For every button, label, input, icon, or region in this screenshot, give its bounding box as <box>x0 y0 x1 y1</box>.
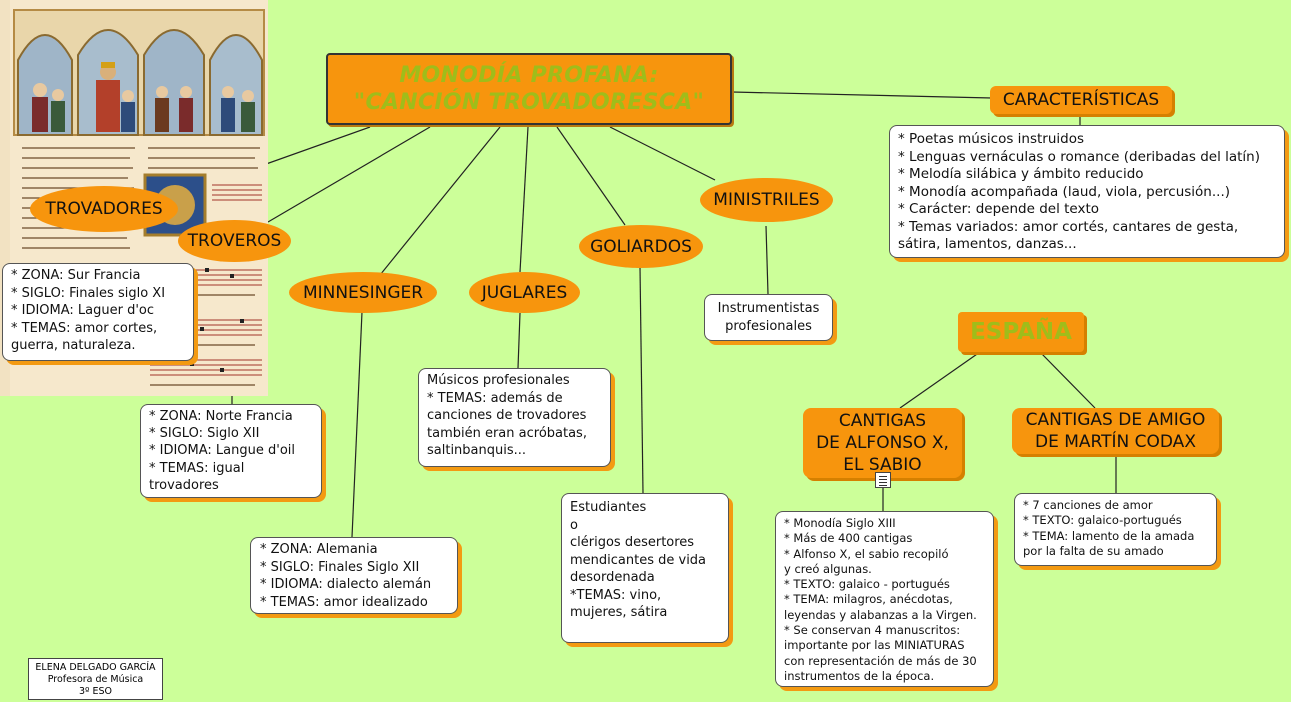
connector <box>731 91 993 99</box>
note-line: Instrumentistas <box>717 301 820 316</box>
topic-espana-label: ESPAÑA <box>970 319 1072 345</box>
note-line: desordenada <box>570 570 655 585</box>
note-line: * Temas variados: amor cortés, cantares … <box>898 218 1239 235</box>
main-title: MONODÍA PROFANA: "CANCIÓN TROVADORESCA" <box>326 53 732 125</box>
note-line: * Alfonso X, el sabio recopiló <box>784 546 949 561</box>
note-line: mendicantes de vida <box>570 552 707 568</box>
topic-espana: ESPAÑA <box>958 312 1084 352</box>
topic-trovadores: TROVADORES <box>30 186 178 232</box>
note-line: * Melodía silábica y ámbito reducido <box>898 166 1144 182</box>
note-cantigas-amigo: * 7 canciones de amor * TEXTO: galaico-p… <box>1014 493 1217 566</box>
topic-cantigas-alfonso-line: EL SABIO <box>843 455 922 475</box>
note-line: profesionales <box>725 318 812 334</box>
note-line: clérigos desertores <box>570 535 695 550</box>
credit-line: Profesora de Música <box>47 674 144 685</box>
title-line-2: "CANCIÓN TROVADORESCA" <box>353 90 705 115</box>
topic-caracteristicas-label: CARACTERÍSTICAS <box>1002 90 1160 110</box>
connector <box>519 126 529 273</box>
topic-caracteristicas: CARACTERÍSTICAS <box>990 86 1172 114</box>
note-line: * 7 canciones de amor <box>1023 498 1153 512</box>
note-line: * TEMAS: amor cortes, <box>11 320 158 336</box>
topic-cantigas-amigo-line: DE MARTÍN CODAX <box>1035 432 1196 452</box>
connector <box>267 126 431 223</box>
note-line: * ZONA: Norte Francia <box>149 409 293 424</box>
topic-goliardos: GOLIARDOS <box>579 225 703 268</box>
connector <box>379 126 501 276</box>
note-line: * Carácter: depende del texto <box>898 201 1100 217</box>
note-minnesinger: * ZONA: Alemania * SIGLO: Finales Siglo … <box>250 537 458 614</box>
topic-ministriles: MINISTRILES <box>700 178 833 222</box>
note-cantigas-alfonso: * Monodía Siglo XIII * Más de 400 cantig… <box>775 511 994 687</box>
connector <box>351 311 363 538</box>
note-line: * SIGLO: Siglo XII <box>149 426 260 442</box>
topic-juglares: JUGLARES <box>469 272 580 313</box>
note-line: * Poetas músicos instruidos <box>898 131 1085 147</box>
note-line: importante por las MINIATURAS <box>784 638 965 653</box>
note-line: sátira, lamentos, danzas... <box>898 236 1077 252</box>
note-ministriles: Instrumentistas profesionales <box>704 294 833 341</box>
note-line: * IDIOMA: dialecto alemán <box>260 577 432 592</box>
note-line: también eran acróbatas, <box>427 425 587 441</box>
note-line: * Monodía acompañada (laud, viola, percu… <box>898 183 1231 200</box>
title-line-1: MONODÍA PROFANA: <box>399 63 659 88</box>
note-icon[interactable] <box>875 472 891 488</box>
note-line: * IDIOMA: Laguer d'oc <box>11 303 155 318</box>
note-line: * Lenguas vernáculas o romance (deribada… <box>898 148 1260 165</box>
connector <box>609 126 716 181</box>
note-line: * TEMAS: además de <box>427 390 563 406</box>
note-line: * TEMA: milagros, anécdotas, <box>784 592 953 607</box>
connector <box>639 266 644 494</box>
note-line: * ZONA: Alemania <box>260 542 378 557</box>
note-line: canciones de trovadores <box>427 408 587 423</box>
note-line: leyendas y alabanzas a la Virgen. <box>784 607 977 622</box>
topic-cantigas-alfonso-line: DE ALFONSO X, <box>816 433 949 453</box>
connector <box>517 312 521 369</box>
topic-cantigas-alfonso: CANTIGAS DE ALFONSO X, EL SABIO <box>803 408 962 478</box>
note-trovadores: * ZONA: Sur Francia * SIGLO: Finales sig… <box>2 263 194 361</box>
note-line: y creó algunas. <box>784 561 872 576</box>
note-line: * TEXTO: galaico-portugués <box>1023 513 1182 528</box>
note-line: con representación de más de 30 <box>784 653 977 668</box>
connector <box>556 126 626 226</box>
note-troveros: * ZONA: Norte Francia * SIGLO: Siglo XII… <box>140 404 322 498</box>
note-line: * TEMA: lamento de la amada <box>1023 528 1195 543</box>
note-line: o <box>570 517 578 533</box>
note-line: guerra, naturaleza. <box>11 338 136 353</box>
note-line: por la falta de su amado <box>1023 543 1164 558</box>
note-line: * ZONA: Sur Francia <box>11 268 141 283</box>
note-line: instrumentos de la época. <box>784 668 935 683</box>
note-caracteristicas: * Poetas músicos instruidos * Lenguas ve… <box>889 125 1285 258</box>
note-line: * Más de 400 cantigas <box>784 531 913 546</box>
note-line: Estudiantes <box>570 500 647 515</box>
credit-line: ELENA DELGADO GARCÍA <box>35 662 156 673</box>
connector <box>765 225 769 295</box>
note-line: Músicos profesionales <box>427 373 570 388</box>
note-line: * Monodía Siglo XIII <box>784 516 896 530</box>
note-line: saltinbanquis... <box>427 443 527 458</box>
note-line: * SIGLO: Finales siglo XI <box>11 285 166 301</box>
credit-line: 3º ESO <box>78 686 113 697</box>
topic-troveros: TROVEROS <box>178 220 291 262</box>
connector <box>899 351 981 409</box>
note-goliardos: Estudiantes o clérigos desertores mendic… <box>561 493 729 643</box>
note-line: *TEMAS: vino, <box>570 587 662 603</box>
note-line: * Se conservan 4 manuscritos: <box>784 623 961 638</box>
note-line: trovadores <box>149 477 219 493</box>
note-line: * TEXTO: galaico - portugués <box>784 577 950 592</box>
note-juglares: Músicos profesionales * TEMAS: además de… <box>418 368 611 467</box>
note-line: * SIGLO: Finales Siglo XII <box>260 559 420 575</box>
note-line: * TEMAS: igual <box>149 460 245 476</box>
note-line: * TEMAS: amor idealizado <box>260 594 428 610</box>
note-line: * IDIOMA: Langue d'oil <box>149 443 296 459</box>
topic-cantigas-amigo-line: CANTIGAS DE AMIGO <box>1025 410 1206 430</box>
connector <box>1039 351 1096 409</box>
topic-minnesinger: MINNESINGER <box>289 272 437 313</box>
author-credit: ELENA DELGADO GARCÍA Profesora de Música… <box>28 658 163 700</box>
note-line: mujeres, sátira <box>570 605 668 620</box>
topic-cantigas-amigo: CANTIGAS DE AMIGO DE MARTÍN CODAX <box>1012 408 1219 454</box>
topic-cantigas-alfonso-line: CANTIGAS <box>838 411 927 431</box>
